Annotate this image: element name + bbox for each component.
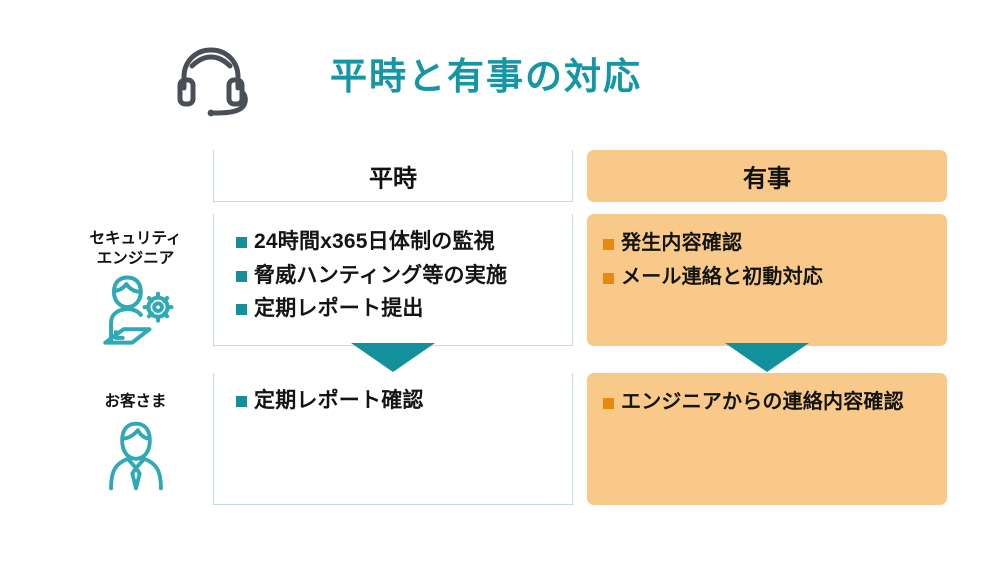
- list-item: エンジニアからの連絡内容確認: [603, 391, 937, 413]
- flow-arrow-down-heiji: [351, 343, 435, 372]
- bullet-list: 発生内容確認 メール連絡と初動対応: [603, 232, 937, 301]
- cell-engineer-heiji: 24時間x365日体制の監視 脅威ハンティング等の実施 定期レポート提出: [213, 214, 573, 346]
- row-label-security-engineer: セキュリティ エンジニア: [58, 229, 213, 269]
- list-item: 24時間x365日体制の監視: [236, 230, 562, 254]
- cell-customer-heiji: 定期レポート確認: [213, 373, 573, 505]
- bullet-list: 24時間x365日体制の監視 脅威ハンティング等の実施 定期レポート提出: [236, 230, 562, 331]
- row-label-customer: お客さま: [58, 392, 213, 412]
- bullet-square-icon: [603, 239, 614, 250]
- headset-icon: [168, 36, 254, 122]
- list-item-label: エンジニアからの連絡内容確認: [621, 391, 904, 413]
- bullet-list: エンジニアからの連絡内容確認: [603, 391, 937, 425]
- bullet-list: 定期レポート確認: [236, 389, 562, 423]
- list-item-label: 脅威ハンティング等の実施: [254, 263, 508, 287]
- row-label-line2: エンジニア: [96, 249, 175, 267]
- list-item-label: 発生内容確認: [621, 232, 743, 254]
- list-item-label: 定期レポート提出: [254, 297, 424, 321]
- page-title: 平時と有事の対応: [330, 56, 642, 97]
- list-item-label: 24時間x365日体制の監視: [254, 230, 495, 253]
- list-item-label: 定期レポート確認: [254, 389, 424, 412]
- row-label-line1: お客さま: [104, 393, 167, 410]
- bullet-square-icon: [603, 398, 614, 409]
- column-header-yuji: 有事: [587, 150, 947, 202]
- bullet-square-icon: [236, 237, 247, 248]
- row-label-line1: セキュリティ: [89, 230, 182, 247]
- customer-person-icon: [58, 420, 213, 492]
- column-header-heiji: 平時: [213, 150, 573, 202]
- list-item-label: メール連絡と初動対応: [621, 266, 823, 289]
- list-item: 発生内容確認: [603, 232, 937, 254]
- list-item: 脅威ハンティング等の実施: [236, 264, 562, 288]
- bullet-square-icon: [236, 396, 247, 407]
- slide-header: 平時と有事の対応: [0, 0, 1000, 140]
- bullet-square-icon: [236, 270, 247, 282]
- list-item: 定期レポート確認: [236, 389, 562, 413]
- flow-arrow-down-yuji: [725, 343, 809, 372]
- bullet-square-icon: [603, 273, 614, 285]
- column-header-label: 有事: [743, 165, 791, 193]
- cell-customer-yuji: エンジニアからの連絡内容確認: [587, 373, 947, 505]
- security-engineer-icon: [58, 272, 213, 350]
- bullet-square-icon: [236, 304, 247, 316]
- column-header-label: 平時: [369, 165, 417, 192]
- list-item: 定期レポート提出: [236, 297, 562, 321]
- cell-engineer-yuji: 発生内容確認 メール連絡と初動対応: [587, 214, 947, 346]
- list-item: メール連絡と初動対応: [603, 266, 937, 288]
